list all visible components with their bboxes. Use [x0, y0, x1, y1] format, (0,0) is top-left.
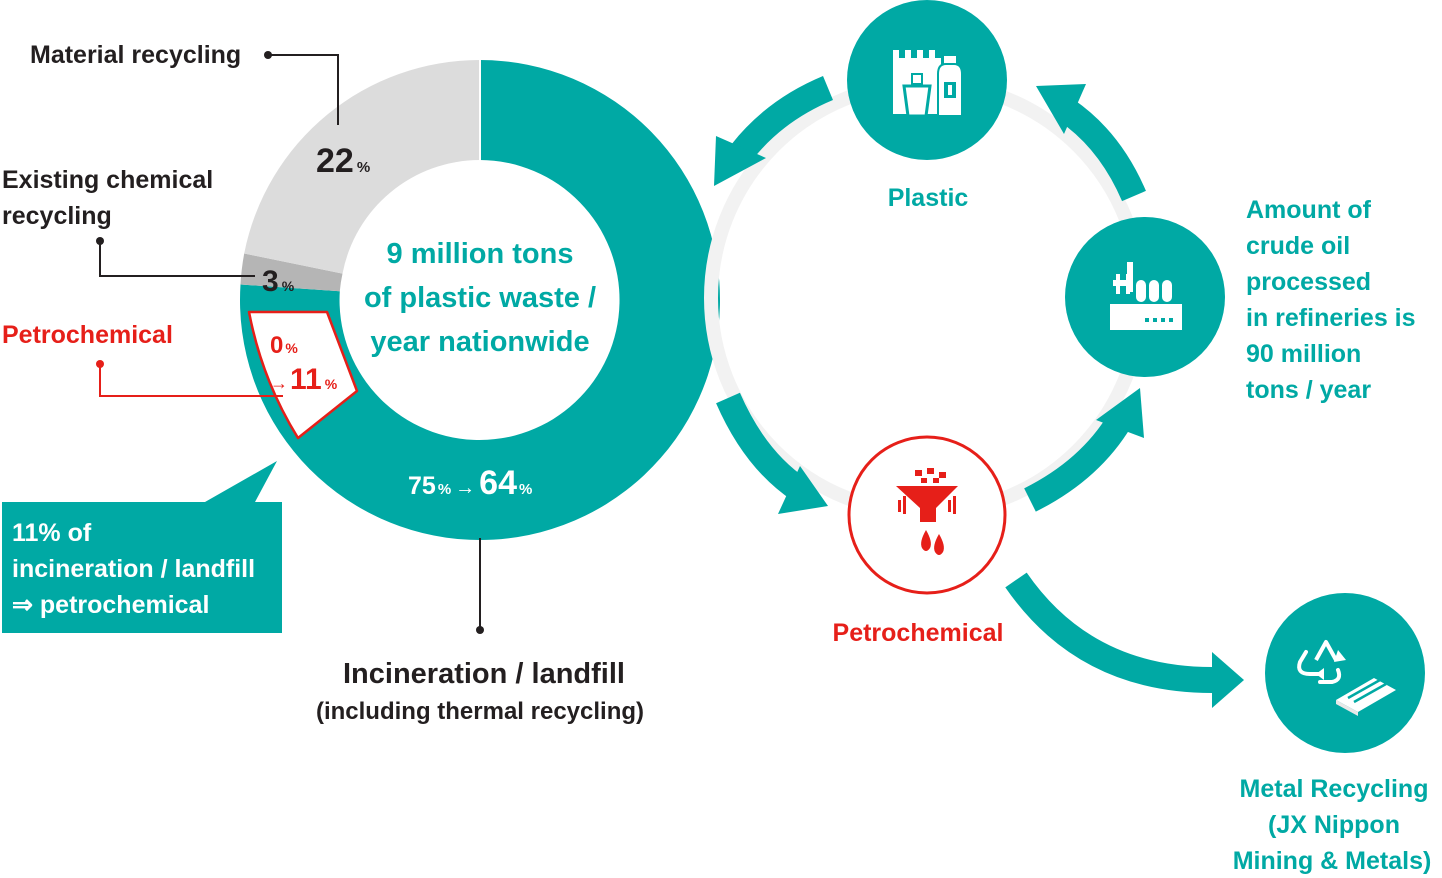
label-existing-line2: recycling [2, 202, 112, 230]
incineration-percent: 75%→64% [408, 464, 532, 502]
leader-existing [96, 237, 255, 277]
leader-material [264, 51, 339, 125]
callout-box [2, 461, 282, 633]
refinery-text-line2: crude oil [1246, 232, 1350, 260]
label-material-recycling: Material recycling [30, 41, 241, 69]
cycle-arrow-plastic-to-left [714, 75, 834, 186]
refinery-text-line3: processed [1246, 268, 1371, 296]
petro-percent-from: 0% [270, 332, 298, 359]
metal-text-line2: (JX Nippon [1268, 811, 1400, 839]
donut-center-line2: of plastic waste / [364, 282, 596, 314]
callout-line3: ⇒ petrochemical [12, 591, 209, 619]
donut-center-line1: 9 million tons [387, 238, 574, 270]
refinery-icon [1110, 262, 1182, 330]
funnel-oil-icon [896, 468, 958, 555]
cycle-arrow-refinery-to-plastic [1036, 84, 1146, 202]
label-incineration-line2: (including thermal recycling) [316, 698, 644, 725]
donut-segment-material [244, 59, 480, 274]
donut-segment-chemical [240, 253, 343, 292]
label-petrochemical-cycle: Petrochemical [833, 619, 1004, 647]
refinery-text-line6: tons / year [1246, 376, 1371, 404]
label-petrochemical-left: Petrochemical [2, 321, 173, 349]
petro-percent-to: →11% [270, 363, 338, 396]
plastic-containers-icon [893, 50, 963, 118]
leader-incineration [476, 538, 484, 634]
donut-segment-incineration [239, 60, 720, 540]
arrow-petro-to-metal [1005, 572, 1244, 708]
cycle-arrow-petro-to-refinery [1024, 388, 1144, 512]
recycle-metal-icon [1297, 640, 1396, 716]
donut-center-line3: year nationwide [370, 326, 589, 358]
label-plastic: Plastic [888, 184, 969, 212]
material-percent: 22% [316, 142, 370, 180]
chemical-percent: 3% [262, 265, 295, 298]
leader-petrochemical [96, 360, 283, 397]
callout-line2: incineration / landfill [12, 555, 255, 583]
label-existing-line1: Existing chemical [2, 166, 213, 194]
refinery-text-line4: in refineries is [1246, 304, 1416, 332]
refinery-text-line1: Amount of [1246, 196, 1372, 224]
callout-line1: 11% of [12, 519, 92, 547]
donut-chart [239, 58, 720, 540]
metal-node [1265, 593, 1425, 753]
metal-text-line1: Metal Recycling [1240, 775, 1429, 803]
refinery-text-line5: 90 million [1246, 340, 1361, 368]
metal-text-line3: Mining & Metals) [1233, 847, 1432, 875]
donut-segment-petrochemical [247, 310, 359, 440]
label-incineration-line1: Incineration / landfill [343, 658, 625, 690]
cycle-arrow-left-to-petro [716, 392, 828, 514]
